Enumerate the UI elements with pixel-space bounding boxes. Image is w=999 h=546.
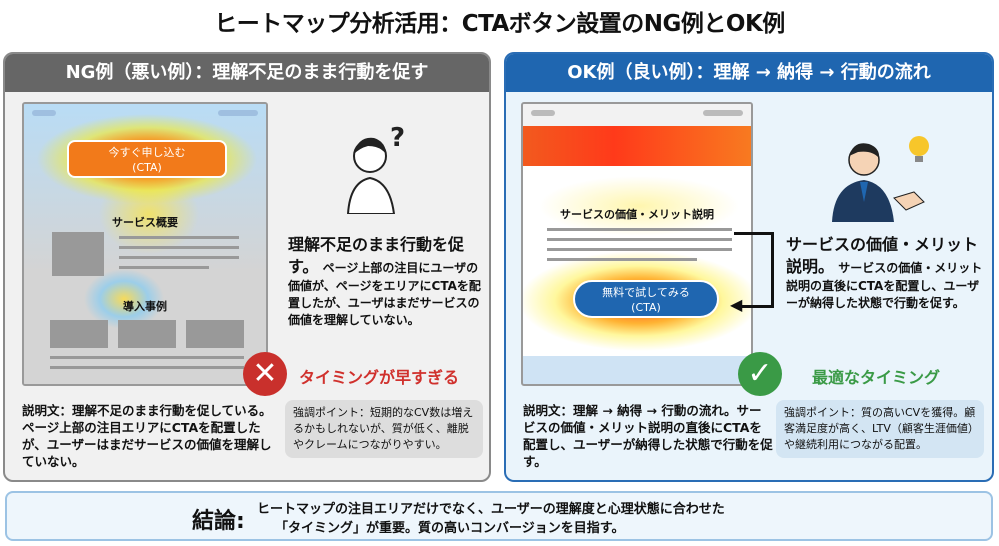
case-card xyxy=(186,320,244,348)
conclusion-label: 結論: xyxy=(192,509,245,534)
arrow-head-icon: ◀ xyxy=(730,295,743,314)
cta-label: 無料で試してみる xyxy=(602,286,690,299)
ok-verdict: 最適なタイミング xyxy=(812,368,941,387)
section-label: サービス概要 xyxy=(112,216,178,229)
ng-point: 強調ポイント：短期的なCV数は増えるかもしれないが、質が低く、離脱やクレームにつ… xyxy=(285,400,483,458)
section-label: 導入事例 xyxy=(123,300,167,313)
nav-pill xyxy=(218,110,258,116)
ok-body-heading: サービスの価値・メリット説明。 xyxy=(786,235,979,276)
ng-body-text: ページ上部の注目にユーザの価値が、ページをエリアにCTAを配置したが、ユーザはま… xyxy=(288,261,481,327)
heatmap-top xyxy=(523,126,751,166)
ok-header: OK例（良い例）：理解 → 納得 → 行動の流れ xyxy=(506,54,992,92)
ng-verdict: タイミングが早すぎる xyxy=(299,368,460,387)
flow-arrow xyxy=(734,232,774,308)
cta-label: 今すぐ申し込む xyxy=(108,146,186,159)
conclusion-line2: 「タイミング」が重要。質の高いコンバージョンを目指す。 xyxy=(275,521,625,536)
ok-point: 強調ポイント：質の高いCVを獲得。顧客満足度が高く、LTV（顧客生涯価値）や継続… xyxy=(776,400,984,458)
conclusion-box: 結論: ヒートマップの注目エリアだけでなく、ユーザーの理解度と心理状態に合わせた… xyxy=(5,491,993,541)
section-label: サービスの価値・メリット説明 xyxy=(560,208,714,221)
ok-description: 説明文：理解 → 納得 → 行動の流れ。サービスの価値・メリット説明の直後にCT… xyxy=(523,403,773,469)
handshake-person-icon xyxy=(824,132,934,222)
ng-cta-button[interactable]: 今すぐ申し込む (CTA) xyxy=(67,140,227,178)
nav-pill xyxy=(32,110,56,116)
case-card xyxy=(50,320,108,348)
ng-header: NG例（悪い例）：理解不足のまま行動を促す xyxy=(5,54,489,92)
ng-body: 理解不足のまま行動を促す。 ページ上部の注目にユーザの価値が、ページをエリアにC… xyxy=(288,234,488,329)
ng-description: 説明文：理解不足のまま行動を促している。ページ上部の注目エリアにCTAを配置した… xyxy=(22,403,272,469)
ok-cta-button[interactable]: 無料で試してみる (CTA) xyxy=(573,280,719,318)
ng-body-heading: 理解不足のまま行動を促す。 xyxy=(288,235,465,276)
x-mark-icon: ✕ xyxy=(243,352,287,396)
heatmap-overlay xyxy=(523,166,751,356)
image-placeholder xyxy=(52,232,104,276)
cta-sub: (CTA) xyxy=(132,161,162,174)
confused-person-icon: ? xyxy=(340,123,410,215)
case-card xyxy=(118,320,176,348)
ng-panel: NG例（悪い例）：理解不足のまま行動を促す 今すぐ申し込む (CTA) サービス… xyxy=(3,52,491,482)
ok-page-mockup: サービスの価値・メリット説明 無料で試してみる (CTA) xyxy=(521,102,753,386)
page-title: ヒートマップ分析活用：CTAボタン設置のNG例とOK例 xyxy=(214,11,785,37)
cta-sub: (CTA) xyxy=(631,301,661,314)
svg-text:?: ? xyxy=(390,124,405,153)
conclusion-line1: ヒートマップの注目エリアだけでなく、ユーザーの理解度と心理状態に合わせた xyxy=(257,502,725,517)
check-mark-icon: ✓ xyxy=(738,352,782,396)
ok-body: サービスの価値・メリット説明。 サービスの価値・メリット説明の直後にCTAを配置… xyxy=(786,234,986,312)
ok-body-text: サービスの価値・メリット説明の直後にCTAを配置し、ユーザーが納得した状態で行動… xyxy=(786,261,983,310)
ng-page-mockup: 今すぐ申し込む (CTA) サービス概要 導入事例 xyxy=(22,102,268,386)
ok-panel: OK例（良い例）：理解 → 納得 → 行動の流れ サービスの価値・メリット説明 … xyxy=(504,52,994,482)
